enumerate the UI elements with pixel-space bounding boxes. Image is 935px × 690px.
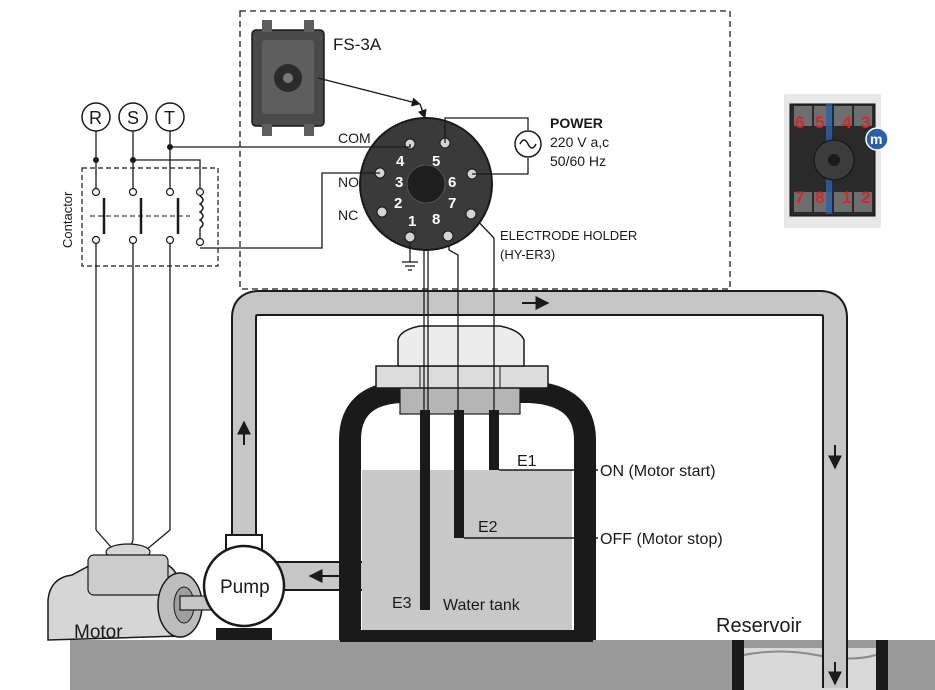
pin-label-8: 8 — [432, 211, 440, 228]
power-voltage: 220 V a,c — [550, 134, 609, 150]
photo-number-3: 3 — [861, 113, 870, 132]
terminal-com-label: COM — [338, 130, 371, 146]
pin-label-4: 4 — [396, 153, 405, 170]
electrode-e1-label: E1 — [517, 453, 537, 470]
relay-illustration — [251, 20, 325, 136]
water-tank-label: Water tank — [443, 597, 521, 614]
phase-terminals — [81, 102, 185, 132]
terminal-nc-label: NC — [338, 207, 358, 223]
electrode-e3-label: E3 — [392, 595, 412, 612]
electrode-holder-model: (HY-ER3) — [500, 247, 555, 262]
contactor-boundary — [81, 167, 219, 267]
svg-text:m: m — [870, 131, 882, 147]
ground-icon — [402, 242, 418, 271]
pump — [202, 534, 286, 640]
electrode-wiring — [423, 213, 495, 410]
electrode-e3 — [420, 410, 430, 610]
electrode-e1 — [489, 410, 499, 470]
photo-number-1: 1 — [842, 188, 851, 207]
relay-model-label: FS-3A — [333, 35, 382, 54]
photo-number-6: 6 — [795, 113, 804, 132]
power-wiring — [444, 117, 529, 175]
pin-label-5: 5 — [432, 153, 440, 170]
motor — [47, 529, 221, 641]
level-off-label: OFF (Motor stop) — [600, 531, 723, 548]
level-on-label: ON (Motor start) — [600, 463, 716, 480]
photo-number-8: 8 — [815, 188, 824, 207]
relay-pointer-arrow — [317, 77, 421, 107]
electrode-holder-label: ELECTRODE HOLDER — [500, 228, 637, 243]
electrode-holder-cap — [375, 325, 549, 389]
electrode-e2 — [454, 410, 464, 538]
power-title: POWER — [550, 115, 603, 131]
reservoir — [732, 640, 888, 690]
control-panel-boundary — [239, 10, 731, 290]
pin-label-1: 1 — [408, 213, 416, 230]
electrode-e2-label: E2 — [478, 519, 498, 536]
power-frequency: 50/60 Hz — [550, 153, 606, 169]
motor-label: Motor — [74, 622, 123, 643]
level-range-arrow — [580, 475, 590, 533]
reservoir-label: Reservoir — [716, 615, 802, 637]
contactor-contacts — [90, 144, 205, 247]
phase-s-label: S — [127, 108, 139, 128]
pin-label-2: 2 — [394, 195, 402, 212]
photo-number-7: 7 — [795, 188, 804, 207]
relay-pin-contacts — [374, 137, 478, 243]
ac-source-icon — [514, 130, 542, 158]
water-tank — [339, 381, 596, 642]
photo-number-4: 4 — [842, 113, 852, 132]
pump-label: Pump — [220, 577, 270, 598]
logo-icon: m — [865, 127, 889, 151]
pin-label-7: 7 — [448, 195, 456, 212]
terminal-no-label: NO — [338, 174, 359, 190]
contactor-wiring — [95, 131, 411, 540]
pin-label-6: 6 — [448, 174, 456, 191]
photo-number-2: 2 — [861, 188, 870, 207]
phase-r-label: R — [89, 108, 102, 128]
photo-number-5: 5 — [815, 113, 824, 132]
contactor-label: Contactor — [60, 191, 75, 248]
phase-t-label: T — [164, 108, 175, 128]
pin-label-3: 3 — [395, 174, 403, 191]
relay-socket-photo — [784, 94, 881, 228]
relay-socket — [359, 117, 493, 251]
